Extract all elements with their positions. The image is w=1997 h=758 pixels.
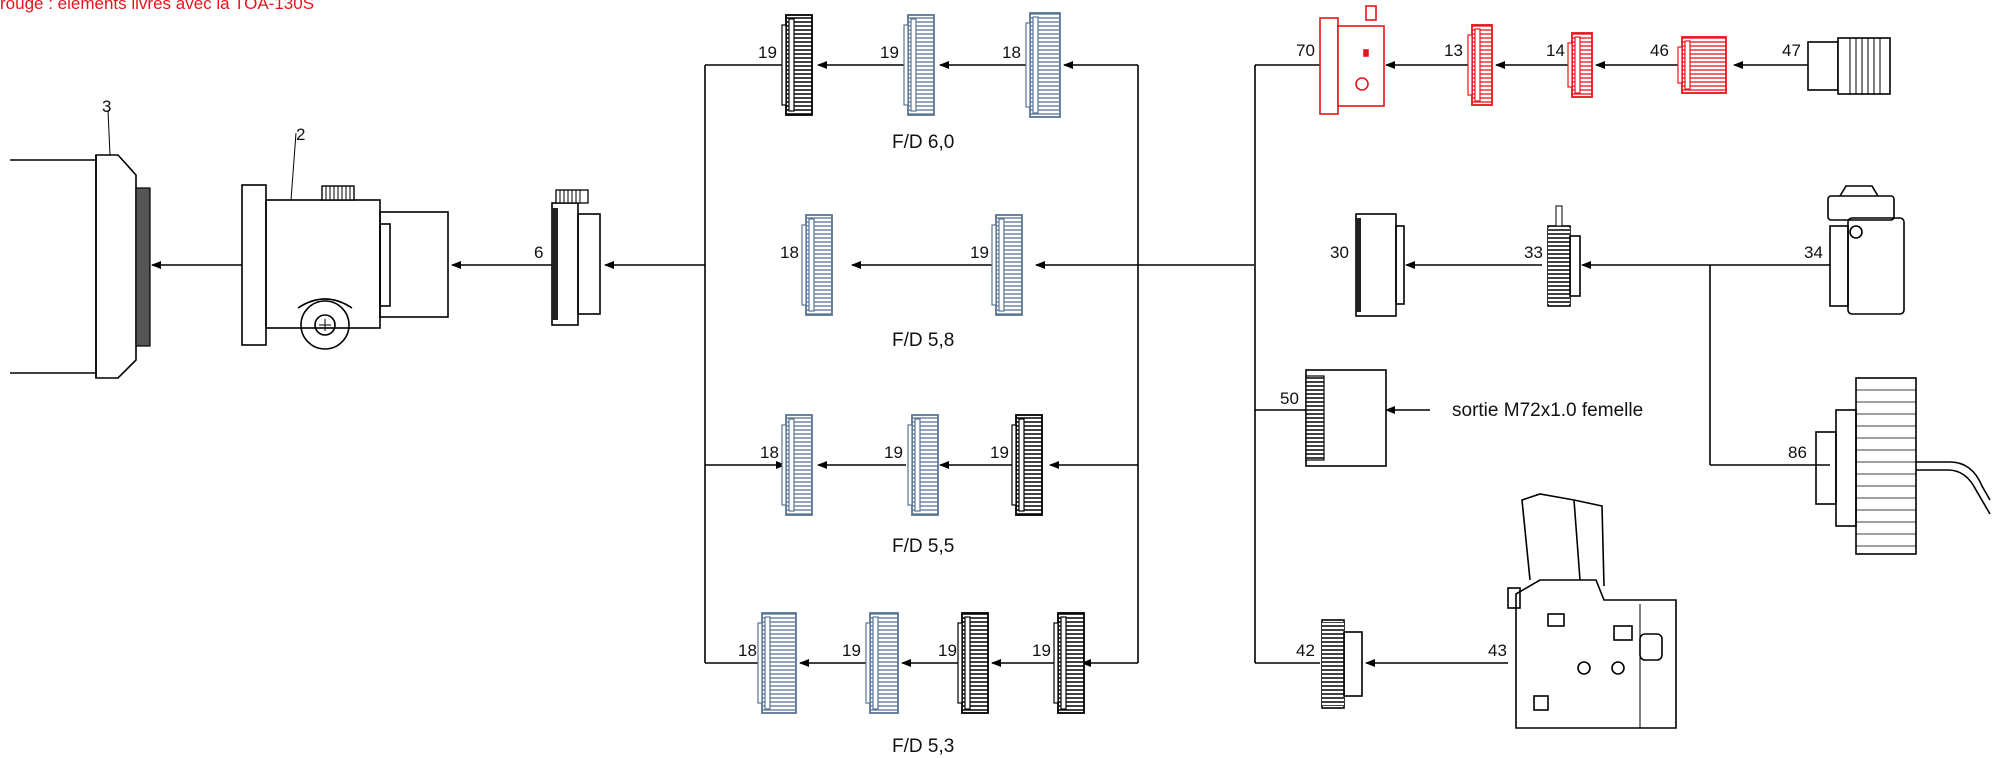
eyepiece-47	[1807, 37, 1891, 95]
adapter-ring	[781, 414, 813, 516]
adapter-ring	[781, 14, 813, 116]
part-label: 19	[1032, 641, 1051, 660]
flip-mirror-70	[1319, 5, 1385, 115]
legend-note: rouge : éléments livrés avec la TOA-130S	[0, 0, 315, 13]
part-label: 47	[1782, 41, 1801, 60]
part-label: 33	[1524, 243, 1543, 262]
focal-ratio-label: F/D 6,0	[892, 132, 954, 153]
part-label: 19	[758, 43, 777, 62]
part-label: 34	[1804, 243, 1823, 262]
adapter-ring	[1025, 12, 1061, 118]
adapter-ring	[865, 612, 899, 714]
part-label: 50	[1280, 389, 1299, 408]
adapter-ring	[1053, 612, 1085, 714]
adapter-30	[1355, 213, 1405, 317]
part-label: 70	[1296, 41, 1315, 60]
part-label: 6	[534, 243, 543, 262]
telescope-tube	[10, 109, 151, 379]
part-label: 86	[1788, 443, 1807, 462]
part-label: 19	[842, 641, 861, 660]
output-label: sortie M72x1.0 femelle	[1452, 400, 1643, 421]
part-label: 13	[1444, 41, 1463, 60]
part-label: 43	[1488, 641, 1507, 660]
adapter-ring	[801, 214, 833, 316]
adapter-ring	[1467, 24, 1493, 106]
part-label: 19	[884, 443, 903, 462]
adapter-ring	[957, 612, 989, 714]
adapter-33	[1547, 205, 1581, 307]
part-label: 19	[938, 641, 957, 660]
part-label: 19	[970, 243, 989, 262]
part-label: 46	[1650, 41, 1669, 60]
adapter-ring	[757, 612, 797, 714]
adapter-42	[1321, 619, 1363, 709]
adapter-50	[1305, 369, 1387, 467]
part-label: 19	[880, 43, 899, 62]
focuser	[241, 132, 449, 350]
part-label: 18	[780, 243, 799, 262]
part-label: 42	[1296, 641, 1315, 660]
part-label: 14	[1546, 41, 1565, 60]
part-label: 18	[760, 443, 779, 462]
adapter-ring	[907, 414, 939, 516]
part-label: 3	[102, 97, 111, 116]
focal-ratio-label: F/D 5,3	[892, 736, 954, 757]
ccd-camera-86	[1815, 377, 1991, 555]
part-label: 2	[296, 125, 305, 144]
focal-ratio-label: F/D 5,8	[892, 330, 954, 351]
focal-ratio-label: F/D 5,5	[892, 536, 954, 557]
adapter-ring	[991, 214, 1023, 316]
part-label: 18	[738, 641, 757, 660]
adapter-ring	[1677, 36, 1727, 94]
camera-43	[1507, 493, 1677, 729]
adapter-ring	[1567, 32, 1593, 98]
part-label: 30	[1330, 243, 1349, 262]
adapter-ring	[1011, 414, 1043, 516]
part-label: 18	[1002, 43, 1021, 62]
adapter-ring	[903, 14, 935, 116]
camera-34	[1827, 185, 1905, 315]
part-label: 19	[990, 443, 1009, 462]
adapter-6	[551, 189, 601, 326]
